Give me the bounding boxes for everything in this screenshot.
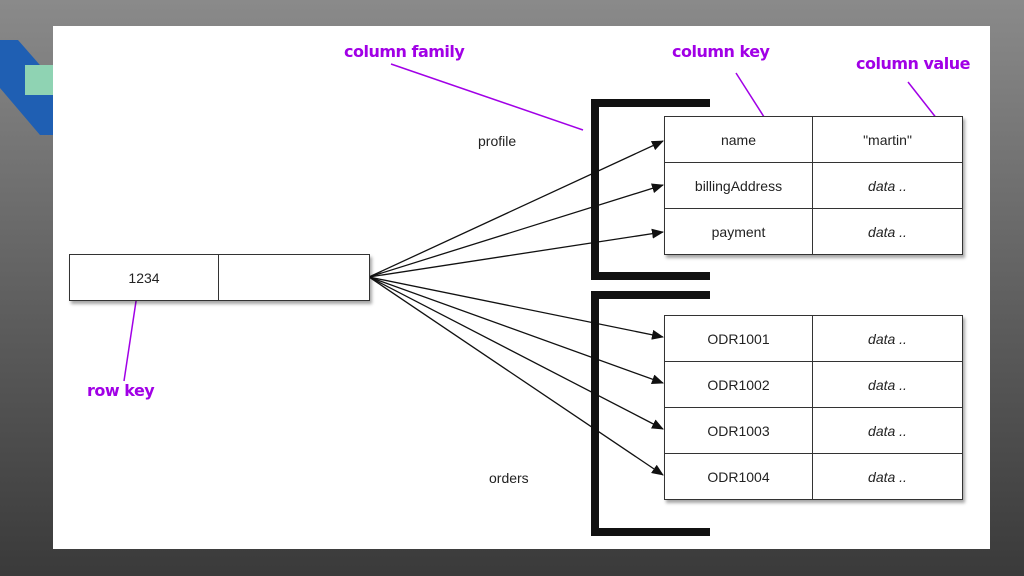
orders-bracket [591,291,710,536]
arrow-to-odr1001 [368,276,664,340]
family-label-orders: orders [489,470,529,486]
arrow-to-odr1004 [368,276,664,476]
row-key-cell: 1234 [70,255,219,300]
row-key-annotation: row key [87,381,155,400]
column-value-cell: data .. [868,468,907,485]
profile-bracket [591,99,710,280]
column-key-cell: ODR1004 [665,454,813,499]
column-value-cell: data .. [813,316,962,362]
column-value-cell: "martin" [813,117,962,163]
column-value-cell: data .. [813,408,962,454]
row-empty-cell [219,255,369,300]
column-family-pointer [390,63,584,131]
arrow-to-billing [368,183,664,278]
orders-columns-table: ODR1001 data .. ODR1002 data .. ODR1003 … [664,315,963,500]
slide-accent-decoration [25,65,53,95]
column-value-cell: data .. [813,362,962,408]
diagram-lines [123,63,942,536]
family-label-profile: profile [478,133,517,149]
row-key-box: 1234 [69,254,370,301]
column-key-cell: billingAddress [665,163,813,209]
arrow-to-payment [368,228,664,278]
column-key-cell: payment [665,209,813,254]
arrow-to-odr1003 [368,276,664,430]
arrow-to-name [368,140,664,278]
column-value-cell: data .. [813,163,962,209]
column-family-annotation: column family [344,42,465,61]
column-key-annotation: column key [672,42,770,61]
arrow-to-odr1002 [368,276,664,384]
column-key-cell: ODR1003 [665,408,813,454]
column-value-annotation: column value [856,54,970,73]
profile-columns-table: name "martin" billingAddress data .. pay… [664,116,963,255]
column-key-pointer [735,72,767,121]
column-key-cell: name [665,117,813,163]
column-key-cell: ODR1001 [665,316,813,362]
column-value-cell: data .. [868,223,907,240]
diagram-slide: column family column key column value ro… [53,26,990,549]
row-key-pointer [123,287,139,382]
column-key-cell: ODR1002 [665,362,813,408]
